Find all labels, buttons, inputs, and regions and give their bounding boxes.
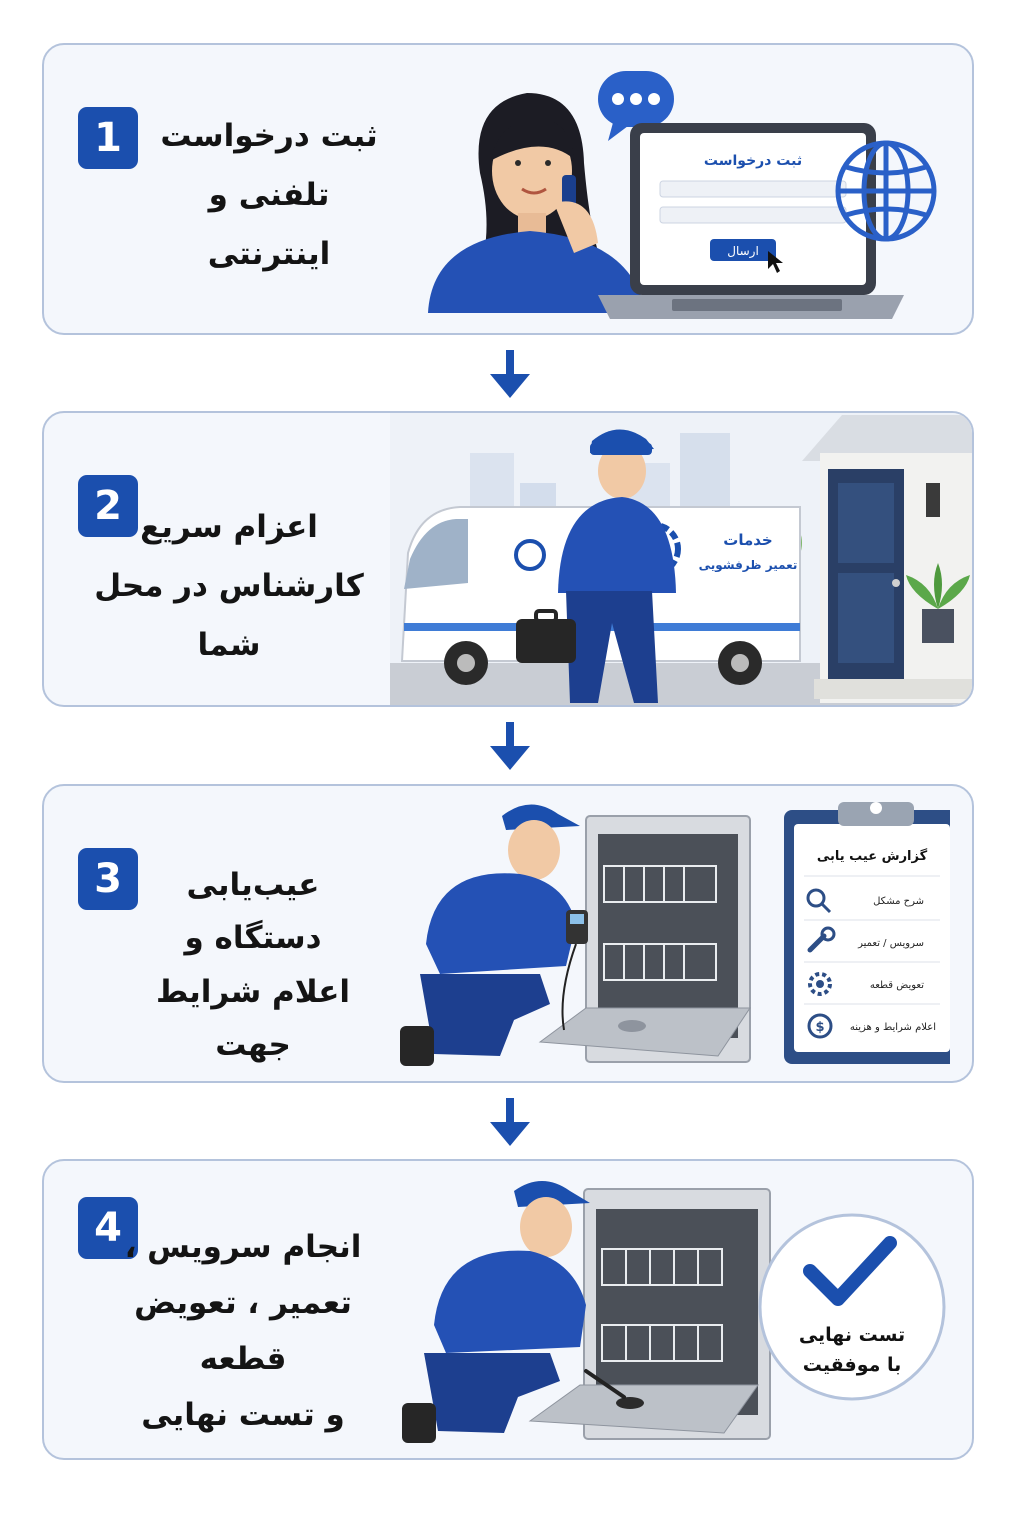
step-number-badge: 3 <box>78 848 138 910</box>
globe-icon <box>835 140 937 242</box>
step-title: ثبت درخواست تلفنی و اینترنتی <box>144 107 394 284</box>
technician <box>402 1181 626 1443</box>
woman-on-phone <box>428 93 646 313</box>
report-item-label: اعلام شرایط و هزینه <box>850 1022 936 1033</box>
step-title: عیب‌یابی دستگاه و اعلام شرایط جهت تعمیر … <box>130 859 376 1081</box>
laptop: ثبت درخواست ارسال <box>598 123 904 319</box>
step-illustration: خدمات تعمیر ظرفشویی <box>390 413 972 705</box>
step-number-badge: 1 <box>78 107 138 169</box>
report-item-label: شرح مشکل <box>873 896 924 907</box>
step-line: اعلام شرایط جهت <box>155 973 351 1063</box>
step-line: اعزام سریع <box>140 509 318 545</box>
arrow-down-icon <box>490 722 530 770</box>
step-card-1: 1 ثبت درخواست تلفنی و اینترنتی <box>42 43 974 335</box>
report-item-label: سرویس / تعمیر <box>857 938 924 949</box>
van-text-line2: تعمیر ظرفشویی <box>699 558 798 573</box>
svg-text:$: $ <box>815 1020 824 1035</box>
dishwasher <box>538 815 751 1063</box>
house <box>802 415 972 703</box>
cursor-icon <box>768 251 783 273</box>
technician <box>516 429 676 703</box>
technician <box>400 804 588 1066</box>
arrow-down-icon <box>490 350 530 398</box>
search-icon <box>806 888 832 914</box>
success-text-line1: تست نهایی <box>799 1324 905 1346</box>
step-line: ثبت درخواست <box>160 118 378 154</box>
step-card-2: 2 اعزام سریع کارشناس در محل شما <box>42 411 974 707</box>
step-illustration: گزارش عیب یابی شرح مشکل سرویس / تعمیر تع <box>390 794 950 1080</box>
success-text-line2: با موفقیت <box>803 1354 902 1376</box>
step-line: تلفنی و اینترنتی <box>207 176 331 272</box>
step-line: تعمیر ، تعویض قطعه <box>134 1285 352 1378</box>
toolbox <box>516 619 576 663</box>
van-text-line1: خدمات <box>723 531 772 549</box>
gear-icon <box>808 972 832 996</box>
report-clipboard: گزارش عیب یابی شرح مشکل سرویس / تعمیر تع <box>784 802 950 1064</box>
step-line: کارشناس در محل شما <box>94 567 364 663</box>
report-title: گزارش عیب یابی <box>817 848 928 864</box>
step-illustration: ثبت درخواست ارسال <box>422 63 952 328</box>
arrow-down-icon <box>490 1098 530 1146</box>
form-title: ثبت درخواست <box>704 153 802 169</box>
step-title: اعزام سریع کارشناس در محل شما <box>70 498 388 675</box>
step-number-badge: 4 <box>78 1197 138 1259</box>
step-card-4: 4 انجام سرویس ، تعمیر ، تعویض قطعه و تست… <box>42 1159 974 1460</box>
step-line: عیب‌یابی دستگاه و <box>184 867 322 957</box>
step-card-3: 3 عیب‌یابی دستگاه و اعلام شرایط جهت تعمی… <box>42 784 974 1083</box>
submit-label: ارسال <box>727 244 759 259</box>
step-line: و تست نهایی <box>141 1397 345 1434</box>
step-line: انجام سرویس ، <box>124 1229 362 1265</box>
checkmark-icon <box>803 1236 897 1306</box>
dollar-icon: $ <box>807 1013 833 1039</box>
step-number-badge: 2 <box>78 475 138 537</box>
chat-bubble-icon <box>598 71 674 141</box>
step-line: تعمیر و تعویض <box>130 1072 376 1081</box>
wrench-icon <box>807 926 836 953</box>
step-title: انجام سرویس ، تعمیر ، تعویض قطعه و تست ن… <box>100 1219 386 1443</box>
submit-button[interactable] <box>710 239 776 261</box>
dishwasher <box>528 1188 771 1440</box>
step-illustration: تست نهایی با موفقیت <box>390 1175 950 1457</box>
report-item-label: تعویض قطعه <box>870 980 924 991</box>
success-badge: تست نهایی با موفقیت <box>758 1213 946 1401</box>
